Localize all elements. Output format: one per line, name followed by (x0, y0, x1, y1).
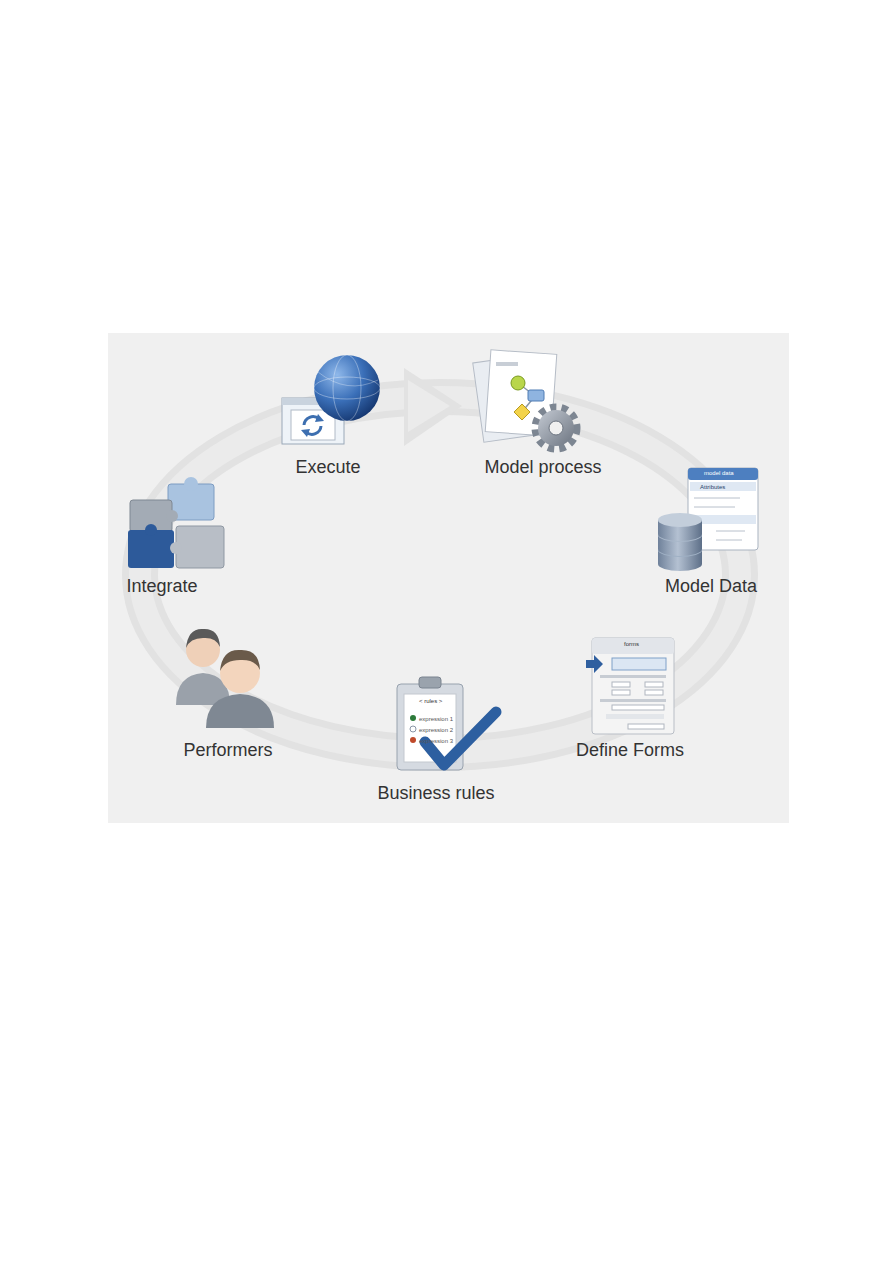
step-label: Business rules (377, 783, 494, 805)
icon-text: expression 1 (419, 716, 453, 722)
cycle-step: Define Forms (573, 739, 687, 763)
cycle-band (140, 397, 740, 753)
cycle-step: Model Data (662, 575, 760, 599)
rules-icon (397, 677, 496, 770)
icon-text: forms (624, 641, 639, 647)
cycle-band-highlight (140, 397, 740, 753)
panel (108, 333, 789, 823)
icon-text: model data (704, 470, 734, 476)
cycle-step: Business rules (374, 782, 497, 806)
icon-text: expression 3 (419, 738, 453, 744)
icon-text: Attributes (700, 484, 725, 490)
process-icon (473, 350, 576, 448)
icon-text: < rules > (419, 698, 442, 704)
cycle-arrowhead (404, 368, 462, 446)
cycle-step: Integrate (123, 575, 200, 599)
step-label: Define Forms (576, 740, 684, 762)
data-icon (658, 468, 758, 571)
icon-text: expression 2 (419, 727, 453, 733)
step-label: Performers (183, 740, 272, 762)
performers-icon (176, 629, 274, 728)
execute-icon (282, 355, 380, 444)
cycle-arrowhead-highlight (408, 380, 450, 432)
step-label: Execute (295, 457, 360, 479)
step-label: Model Data (665, 576, 757, 598)
cycle-step: Performers (180, 739, 275, 763)
cycle-step: Model process (481, 456, 604, 480)
step-label: Model process (484, 457, 601, 479)
forms-icon (586, 638, 674, 734)
step-label: Integrate (126, 576, 197, 598)
integrate-icon (128, 477, 224, 568)
cycle-step: Execute (292, 456, 363, 480)
